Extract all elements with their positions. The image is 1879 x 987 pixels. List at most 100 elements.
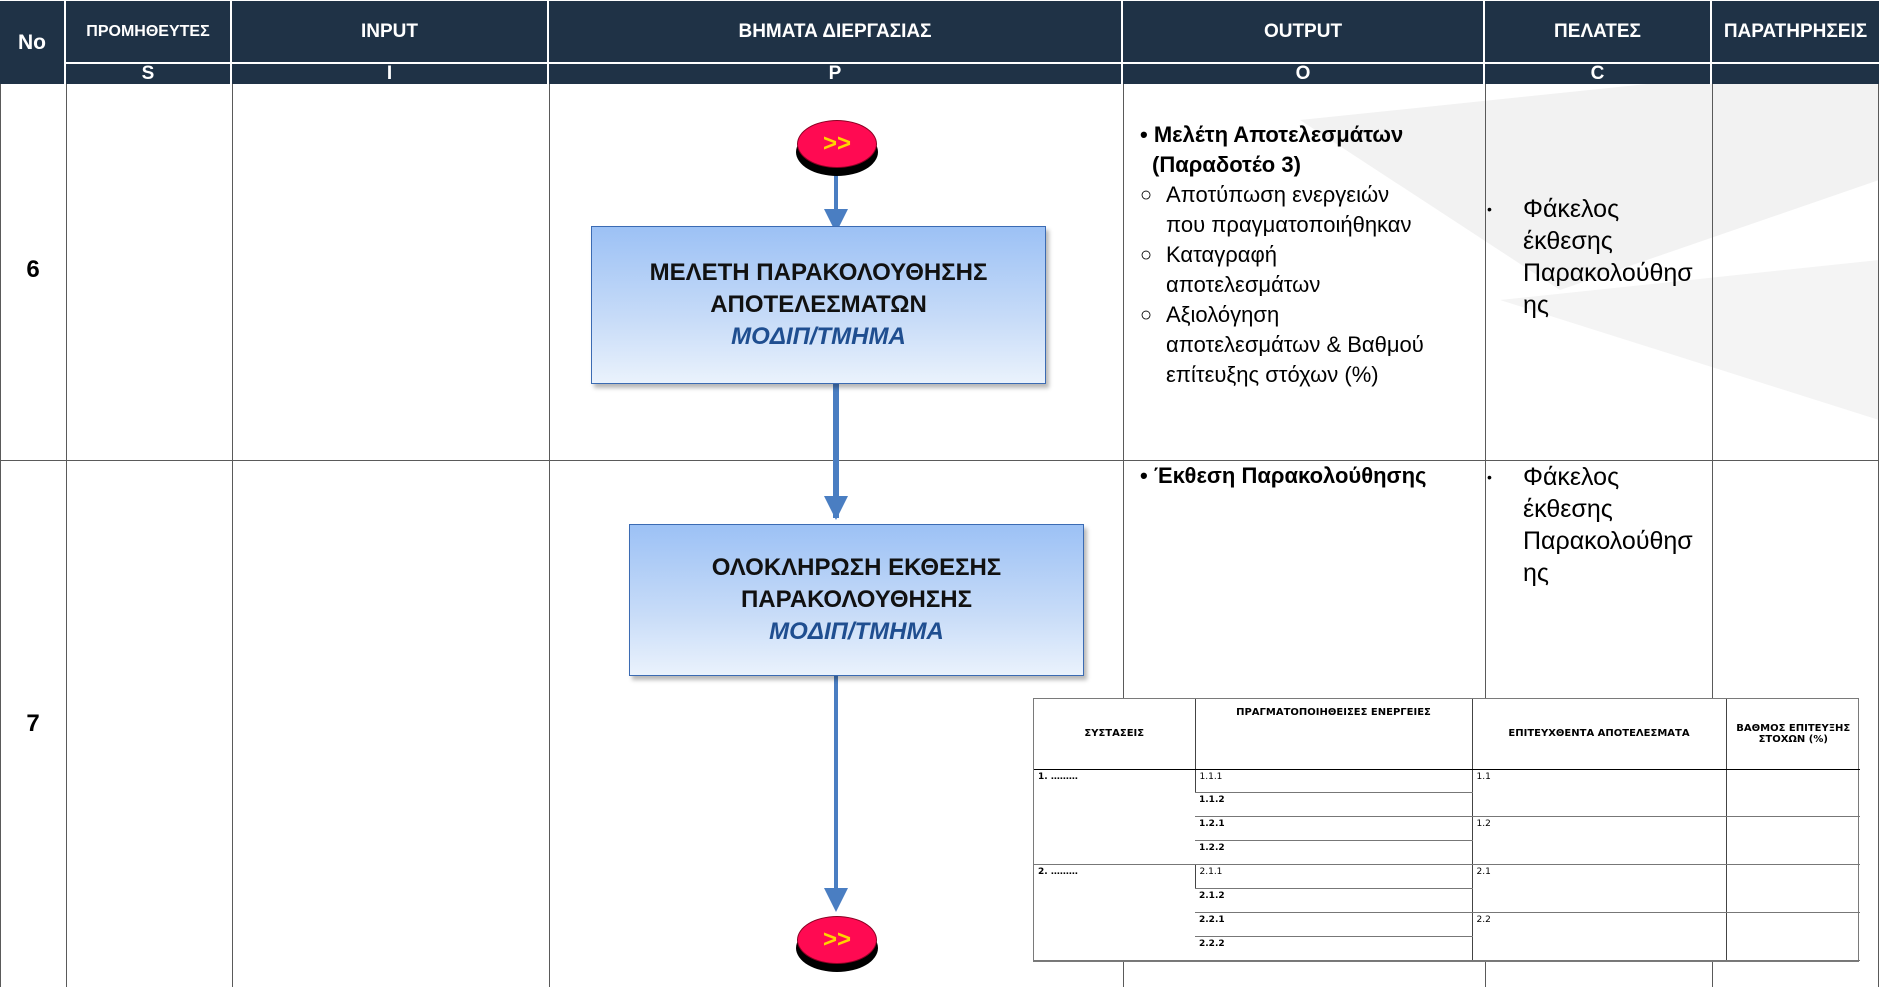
process-title: ΜΕΛΕΤΗ ΠΑΡΑΚΟΛΟΥΘΗΣΗΣ — [649, 259, 988, 286]
grid-line — [66, 84, 67, 987]
output-item-text: Αποτύπωση ενεργειών που πραγματοποιήθηκα… — [1166, 180, 1412, 240]
row-divider — [0, 460, 1879, 461]
output-item-line: που πραγματοποιήθηκαν — [1166, 212, 1412, 237]
header-letter-s: S — [66, 62, 232, 84]
score-cell — [1725, 816, 1860, 866]
header-letter-remarks — [1712, 62, 1879, 84]
score-cell — [1725, 912, 1860, 961]
header-suppliers: ΠΡΟΜΗΘΕΥΤΕΣ — [66, 0, 232, 62]
table-row: 1. ……… 1.1.1 1.1 — [1034, 769, 1860, 866]
action-cell: 1.2.2 — [1195, 840, 1472, 866]
grid-line — [232, 84, 233, 987]
grid-line — [0, 84, 1, 987]
table-row: 2.2.2 — [1034, 936, 1860, 961]
table-row: 2.2.1 2.2 — [1034, 912, 1860, 961]
recommendation-cell: 2. ……… — [1034, 864, 1195, 961]
table-row: 2.1.2 — [1034, 888, 1860, 914]
recommendation-cell: 1. ……… — [1034, 769, 1195, 866]
result-cell: 1.2 — [1471, 816, 1726, 866]
header-remarks: ΠΑΡΑΤΗΡΗΣΕΙΣ — [1712, 0, 1879, 62]
connector-top: >> — [796, 120, 878, 176]
table-header-cell: ΒΑΘΜΟΣ ΕΠΙΤΕΥΞΗΣ ΣΤΟΧΩΝ (%) — [1725, 699, 1860, 770]
result-cell: 2.1 — [1471, 864, 1726, 914]
output-item-line: αποτελεσμάτων — [1166, 272, 1321, 297]
bullet-glyph: • — [1140, 122, 1148, 147]
connector-label: >> — [797, 120, 877, 168]
customers-text: Φάκελος έκθεσης Παρακολούθησ ης — [1523, 193, 1693, 321]
score-cell — [1725, 769, 1860, 818]
action-cell: 1.2.1 — [1195, 816, 1472, 842]
score-cell — [1725, 864, 1860, 914]
table-header-row: ΣΥΣΤΑΣΕΙΣ ΠΡΑΓΜΑΤΟΠΟΙΗΘΕΙΣΕΣ ΕΝΕΡΓΕΙΕΣ Ε… — [1034, 699, 1860, 770]
customers-line: Παρακολούθησ — [1523, 259, 1693, 287]
output-item-line: επίτευξης στόχων (%) — [1166, 362, 1379, 387]
table-row: 2. ……… 2.1.1 2.1 — [1034, 864, 1860, 961]
customers-line: Παρακολούθησ — [1523, 527, 1693, 555]
header-letter-p: P — [549, 62, 1123, 84]
connector-label: >> — [797, 916, 877, 964]
process-step-study: ΜΕΛΕΤΗ ΠΑΡΑΚΟΛΟΥΘΗΣΗΣ ΑΠΟΤΕΛΕΣΜΑΤΩΝ ΜΟΔΙ… — [591, 226, 1046, 384]
output-row-7: • Έκθεση Παρακολούθησης — [1140, 461, 1485, 491]
result-cell: 1.1 — [1471, 769, 1726, 818]
action-cell: 2.1.2 — [1195, 888, 1472, 914]
output-heading: • Μελέτη Αποτελεσμάτων — [1140, 120, 1485, 150]
header-input: INPUT — [232, 0, 549, 62]
circle-bullet-icon: ○ — [1140, 304, 1153, 326]
header-no: No — [0, 0, 66, 84]
table-header-cell: ΣΥΣΤΑΣΕΙΣ — [1034, 699, 1195, 770]
circle-bullet-icon: ○ — [1140, 244, 1153, 266]
header-customers: ΠΕΛΑΤΕΣ — [1485, 0, 1712, 62]
header-process-steps: ΒΗΜΑΤΑ ΔΙΕΡΓΑΣΙΑΣ — [549, 0, 1123, 62]
customers-row-7: • Φάκελος έκθεσης Παρακολούθησ ης — [1487, 461, 1712, 589]
header-letter-i: I — [232, 62, 549, 84]
embedded-results-table: ΣΥΣΤΑΣΕΙΣ ΠΡΑΓΜΑΤΟΠΟΙΗΘΕΙΣΕΣ ΕΝΕΡΓΕΙΕΣ Ε… — [1033, 698, 1860, 962]
customers-line: ης — [1523, 291, 1549, 319]
table-row: 1.2.2 — [1034, 840, 1860, 866]
table-row: 1.1.2 — [1034, 792, 1860, 818]
customers-text: Φάκελος έκθεσης Παρακολούθησ ης — [1523, 461, 1693, 589]
output-item-line: Καταγραφή — [1166, 242, 1277, 267]
bullet-glyph: • — [1140, 463, 1148, 488]
process-title: ΟΛΟΚΛΗΡΩΣΗ ΕΚΘΕΣΗΣ — [711, 554, 1002, 581]
process-title: ΑΠΟΤΕΛΕΣΜΑΤΩΝ — [710, 291, 927, 318]
customers-row-6: • Φάκελος έκθεσης Παρακολούθησ ης — [1487, 193, 1712, 321]
row-number-6: 6 — [26, 256, 40, 283]
output-item: ○ Αποτύπωση ενεργειών που πραγματοποιήθη… — [1140, 180, 1485, 240]
circle-bullet-icon: ○ — [1140, 184, 1153, 206]
output-item-text: Αξιολόγηση αποτελεσμάτων & Βαθμού επίτευ… — [1166, 300, 1424, 390]
grid-line — [1123, 84, 1124, 987]
connector-bottom: >> — [796, 916, 878, 972]
grid-line — [549, 84, 550, 987]
header-letter-o: O — [1123, 62, 1485, 84]
customers-line: Φάκελος — [1523, 195, 1620, 223]
output-heading: • Έκθεση Παρακολούθησης — [1140, 461, 1485, 491]
output-item-text: Καταγραφή αποτελεσμάτων — [1166, 240, 1320, 300]
customers-line: ης — [1523, 559, 1549, 587]
grid-line — [1485, 84, 1486, 987]
header-output: OUTPUT — [1123, 0, 1485, 62]
output-heading-line: Έκθεση Παρακολούθησης — [1153, 463, 1427, 488]
output-item-line: Αξιολόγηση — [1166, 302, 1280, 327]
action-cell: 2.2.1 — [1195, 912, 1472, 938]
output-heading-line: (Παραδοτέο 3) — [1152, 152, 1301, 177]
customers-line: έκθεσης — [1523, 495, 1613, 523]
output-heading-line: Μελέτη Αποτελεσμάτων — [1153, 122, 1404, 147]
process-step-complete-report: ΟΛΟΚΛΗΡΩΣΗ ΕΚΘΕΣΗΣ ΠΑΡΑΚΟΛΟΥΘΗΣΗΣ ΜΟΔΙΠ/… — [629, 524, 1084, 676]
action-cell: 1.1.2 — [1195, 792, 1472, 818]
result-cell: 2.2 — [1471, 912, 1726, 961]
output-item: ○ Αξιολόγηση αποτελεσμάτων & Βαθμού επίτ… — [1140, 300, 1485, 390]
header-letter-c: C — [1485, 62, 1712, 84]
output-item-line: Αποτύπωση ενεργειών — [1166, 182, 1390, 207]
table-header-cell: ΠΡΑΓΜΑΤΟΠΟΙΗΘΕΙΣΕΣ ΕΝΕΡΓΕΙΕΣ — [1194, 699, 1472, 770]
customers-line: Φάκελος — [1523, 463, 1620, 491]
action-cell: 1.1.1 — [1194, 769, 1472, 794]
row-number-7: 7 — [26, 710, 40, 737]
table-row: 1.2.1 1.2 — [1034, 816, 1860, 866]
bullet-glyph: • — [1487, 201, 1492, 217]
table-header-cell: ΕΠΙΤΕΥΧΘΕΝΤΑ ΑΠΟΤΕΛΕΣΜΑΤΑ — [1471, 699, 1726, 770]
output-row-6: • Μελέτη Αποτελεσμάτων (Παραδοτέο 3) ○ Α… — [1140, 120, 1485, 390]
output-item-line: αποτελεσμάτων & Βαθμού — [1166, 332, 1424, 357]
output-item: ○ Καταγραφή αποτελεσμάτων — [1140, 240, 1485, 300]
results-table: ΣΥΣΤΑΣΕΙΣ ΠΡΑΓΜΑΤΟΠΟΙΗΘΕΙΣΕΣ ΕΝΕΡΓΕΙΕΣ Ε… — [1034, 699, 1860, 961]
customers-line: έκθεσης — [1523, 227, 1613, 255]
